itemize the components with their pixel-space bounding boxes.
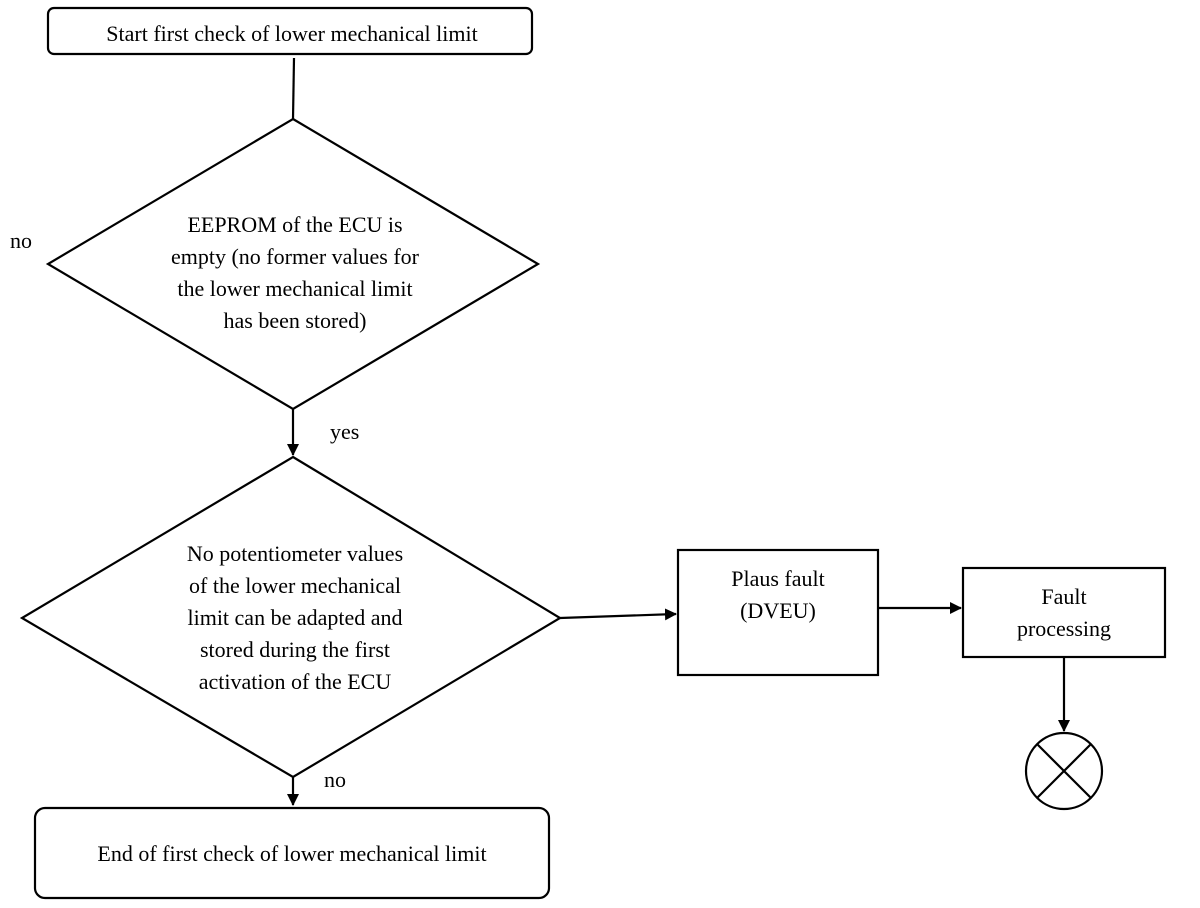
plaus-fault-line-1: Plaus fault [731,566,825,591]
decision1-yes-label: yes [330,419,359,444]
plaus-fault-line-2: (DVEU) [740,598,816,623]
decision2-no-label: no [324,767,346,792]
end-box: End of first check of lower mechanical l… [33,806,551,900]
circle-cross-icon [1024,731,1104,811]
decision1-line-3: the lower mechanical limit [177,276,412,301]
plaus-fault-box: Plaus fault (DVEU) [676,548,880,677]
decision2-line-1: No potentiometer values [187,541,403,566]
decision1-line-2: empty (no former values for [171,244,420,269]
decision2-line-2: of the lower mechanical [189,573,401,598]
start-box: Start first check of lower mechanical li… [46,6,534,56]
end-label: End of first check of lower mechanical l… [97,841,486,866]
decision1-line-1: EEPROM of the ECU is [187,212,402,237]
arrow-decision2-to-plaus-fault [559,608,677,621]
decision-eeprom-empty: EEPROM of the ECU is empty (no former va… [45,117,541,411]
decision2-line-3: limit can be adapted and [187,605,402,630]
decision2-line-4: stored during the first [200,637,390,662]
decision2-line-5: activation of the ECU [199,669,392,694]
connector-start-to-decision1 [291,57,296,120]
start-label: Start first check of lower mechanical li… [106,21,477,46]
decision-no-potentiometer-values: No potentiometer values of the lower mec… [19,455,563,779]
fault-processing-box: Fault processing [961,566,1167,659]
decision1-no-label: no [10,228,32,253]
decision1-line-4: has been stored) [224,308,367,333]
fault-processing-line-2: processing [1017,616,1111,641]
fault-processing-line-1: Fault [1041,584,1086,609]
